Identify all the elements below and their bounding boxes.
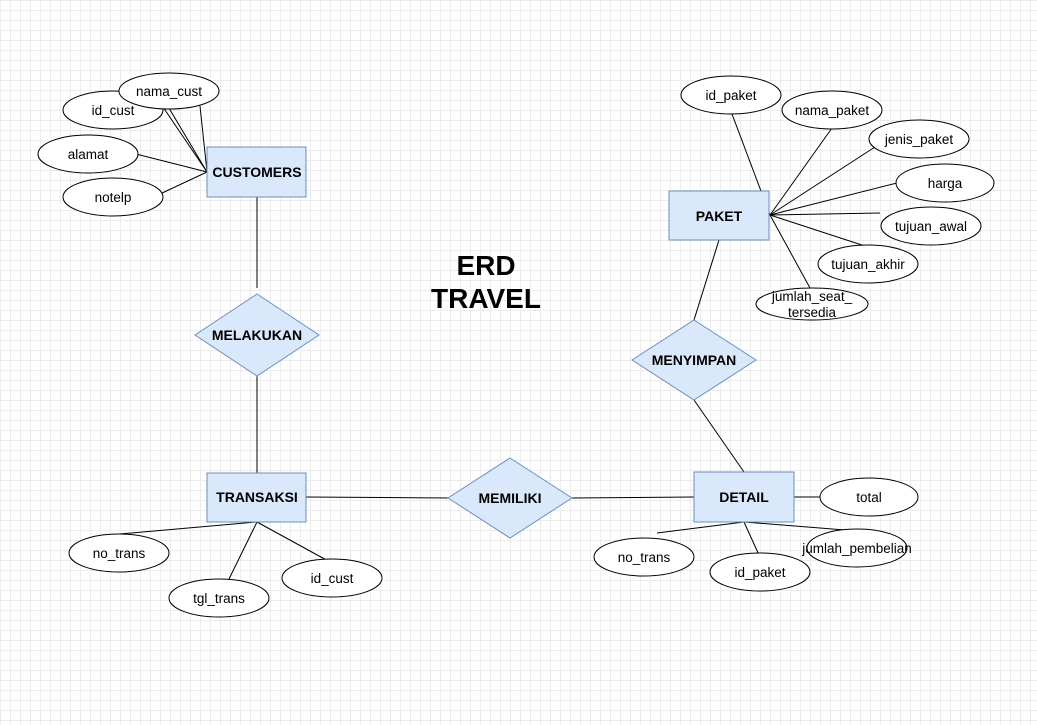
connector-line (656, 521, 745, 534)
entity-transaksi[interactable]: TRANSAKSI (206, 472, 307, 523)
attr-paket-jumlah-seat-tersedia[interactable]: jumlah_seat_ tersedia (755, 287, 869, 321)
attr-customers-nama-cust[interactable]: nama_cust (118, 72, 220, 110)
attr-label: notelp (95, 190, 132, 205)
relationship-label: MENYIMPAN (652, 352, 737, 368)
attr-transaksi-tgl-trans[interactable]: tgl_trans (168, 578, 270, 618)
attr-detail-id-paket[interactable]: id_paket (709, 552, 811, 592)
attr-paket-tujuan-akhir[interactable]: tujuan_akhir (817, 244, 919, 284)
attr-detail-total[interactable]: total (819, 477, 919, 517)
attr-label: id_cust (92, 103, 135, 118)
relationship-melakukan[interactable]: MELAKUKAN (194, 293, 320, 377)
attr-label: alamat (68, 147, 109, 162)
relationship-label: MELAKUKAN (212, 327, 302, 343)
attr-label: no_trans (618, 550, 671, 565)
connector-line (769, 214, 869, 248)
title-line-2: TRAVEL (431, 283, 541, 314)
entity-label: PAKET (696, 208, 743, 224)
connector-line (769, 212, 881, 216)
connector-line (571, 496, 695, 499)
attr-paket-tujuan-awal[interactable]: tujuan_awal (880, 206, 982, 246)
attr-detail-jumlah-pembelian[interactable]: jumlah_pembelian (801, 528, 912, 568)
attr-label: jumlah_pembelian (801, 541, 912, 556)
attr-transaksi-id-cust[interactable]: id_cust (281, 558, 383, 598)
connector-line (743, 521, 760, 556)
attr-label-line-2: tersedia (788, 305, 837, 320)
entity-detail[interactable]: DETAIL (693, 471, 795, 523)
attr-paket-jenis-paket[interactable]: jenis_paket (868, 119, 970, 159)
connector-line (769, 127, 833, 216)
connector-lines (119, 97, 898, 582)
attr-label: tujuan_awal (895, 219, 967, 234)
diagram-title: ERD TRAVEL (431, 250, 541, 314)
attr-label: no_trans (93, 546, 146, 561)
attr-paket-harga[interactable]: harga (895, 163, 995, 203)
attr-label: id_paket (734, 565, 785, 580)
connector-line (119, 521, 258, 535)
connector-line (769, 182, 898, 216)
attr-label: total (856, 490, 882, 505)
attr-label: tgl_trans (193, 591, 245, 606)
attr-label: jenis_paket (884, 132, 954, 147)
attr-label: id_cust (311, 571, 354, 586)
attr-paket-id-paket[interactable]: id_paket (680, 75, 782, 115)
connector-line (135, 153, 208, 173)
entity-customers[interactable]: CUSTOMERS (206, 146, 307, 198)
entity-label: CUSTOMERS (212, 164, 301, 180)
title-line-1: ERD (456, 250, 515, 281)
attr-customers-notelp[interactable]: notelp (62, 177, 164, 217)
relationship-label: MEMILIKI (479, 490, 542, 506)
attr-transaksi-no-trans[interactable]: no_trans (68, 533, 170, 573)
connector-line (199, 105, 208, 173)
attr-label: id_paket (705, 88, 756, 103)
connector-line (769, 146, 876, 216)
connector-line (162, 97, 208, 173)
attr-label: nama_paket (795, 103, 870, 118)
connector-line (769, 214, 811, 289)
entity-label: DETAIL (719, 489, 769, 505)
connector-line (743, 521, 846, 531)
attr-label: tujuan_akhir (831, 257, 905, 272)
connector-line (256, 521, 331, 563)
attr-label: nama_cust (136, 84, 202, 99)
attr-customers-alamat[interactable]: alamat (37, 134, 139, 174)
connector-line (693, 399, 745, 473)
attr-detail-no-trans[interactable]: no_trans (593, 537, 695, 577)
attr-label-line-1: jumlah_seat_ (771, 289, 853, 304)
connector-line (227, 521, 258, 582)
attr-paket-nama-paket[interactable]: nama_paket (781, 90, 883, 130)
connector-line (305, 496, 449, 499)
entity-paket[interactable]: PAKET (668, 190, 770, 241)
connector-line (162, 106, 208, 173)
relationship-memiliki[interactable]: MEMILIKI (447, 457, 573, 539)
entity-label: TRANSAKSI (216, 489, 298, 505)
connector-line (159, 171, 208, 195)
attr-label: harga (928, 176, 963, 191)
relationship-menyimpan[interactable]: MENYIMPAN (631, 319, 757, 401)
connector-line (693, 239, 720, 321)
